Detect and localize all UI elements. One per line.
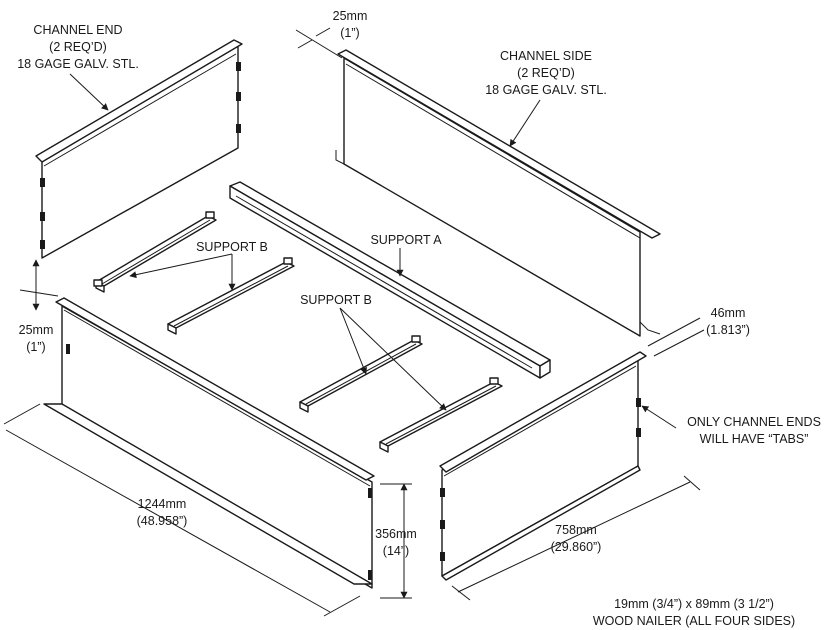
leader-channel-side bbox=[509, 99, 541, 147]
dim-top-gap bbox=[295, 27, 343, 59]
support-a bbox=[229, 181, 551, 379]
dim-label-left-gap: 25mm (1”) bbox=[19, 323, 54, 354]
height-mm: 356mm bbox=[375, 527, 417, 541]
channel-end-line-1: CHANNEL END bbox=[33, 23, 122, 37]
length-mm: 1244mm bbox=[138, 497, 187, 511]
channel-side-bottom bbox=[43, 297, 375, 589]
channel-side-line-1: CHANNEL SIDE bbox=[500, 49, 592, 63]
label-support-b-1: SUPPORT B bbox=[196, 240, 268, 254]
tabs-note-line-2: WILL HAVE “TABS” bbox=[700, 432, 809, 446]
channel-end-top bbox=[35, 39, 243, 259]
left-gap-mm: 25mm bbox=[19, 323, 54, 337]
label-channel-end: CHANNEL END (2 REQ’D) 18 GAGE GALV. STL. bbox=[17, 23, 139, 71]
dim-label-width: 758mm (29.860”) bbox=[551, 523, 602, 554]
left-gap-in: (1”) bbox=[26, 340, 45, 354]
label-wood-nailer: 19mm (3/4”) x 89mm (3 1/2”) WOOD NAILER … bbox=[593, 597, 795, 628]
channel-side-line-3: 18 GAGE GALV. STL. bbox=[485, 83, 607, 97]
top-gap-mm: 25mm bbox=[333, 9, 368, 23]
leader-support-b2-b bbox=[339, 307, 447, 411]
label-support-b-2: SUPPORT B bbox=[300, 293, 372, 307]
channel-side-line-2: (2 REQ’D) bbox=[517, 66, 575, 80]
leader-channel-end bbox=[69, 73, 109, 111]
width-in: (29.860”) bbox=[551, 540, 602, 554]
length-in: (48.958”) bbox=[137, 514, 188, 528]
dim-length bbox=[3, 403, 361, 617]
dim-label-length: 1244mm (48.958”) bbox=[137, 497, 188, 528]
label-channel-side: CHANNEL SIDE (2 REQ’D) 18 GAGE GALV. STL… bbox=[485, 49, 607, 97]
channel-end-line-2: (2 REQ’D) bbox=[49, 40, 107, 54]
channel-end-bottom bbox=[439, 351, 647, 581]
label-support-a: SUPPORT A bbox=[370, 233, 442, 247]
dim-width bbox=[451, 475, 701, 601]
side-gap-mm: 46mm bbox=[711, 306, 746, 320]
support-b-2 bbox=[167, 257, 295, 335]
height-in: (14”) bbox=[383, 544, 409, 558]
support-b-4 bbox=[379, 377, 503, 453]
dim-label-top-gap: 25mm (1”) bbox=[333, 9, 368, 40]
wood-nailer-line-1: 19mm (3/4”) x 89mm (3 1/2”) bbox=[614, 597, 774, 611]
channel-side-top bbox=[335, 49, 661, 337]
leader-tabs bbox=[641, 405, 677, 429]
dim-side-gap bbox=[647, 317, 705, 357]
width-mm: 758mm bbox=[555, 523, 597, 537]
dim-label-side-gap: 46mm (1.813”) bbox=[706, 306, 750, 337]
side-gap-in: (1.813”) bbox=[706, 323, 750, 337]
channel-end-line-3: 18 GAGE GALV. STL. bbox=[17, 57, 139, 71]
label-tabs-note: ONLY CHANNEL ENDS WILL HAVE “TABS” bbox=[687, 415, 821, 446]
dim-left-gap bbox=[19, 259, 59, 311]
dim-height bbox=[380, 483, 412, 599]
tabs-note-line-1: ONLY CHANNEL ENDS bbox=[687, 415, 821, 429]
support-b-3 bbox=[299, 335, 423, 413]
dim-label-height: 356mm (14”) bbox=[375, 527, 417, 558]
leader-support-b1-a bbox=[129, 253, 233, 279]
support-b-1 bbox=[93, 211, 217, 293]
leader-support-b2-a bbox=[339, 307, 367, 375]
wood-nailer-line-2: WOOD NAILER (ALL FOUR SIDES) bbox=[593, 614, 795, 628]
top-gap-in: (1”) bbox=[340, 26, 359, 40]
